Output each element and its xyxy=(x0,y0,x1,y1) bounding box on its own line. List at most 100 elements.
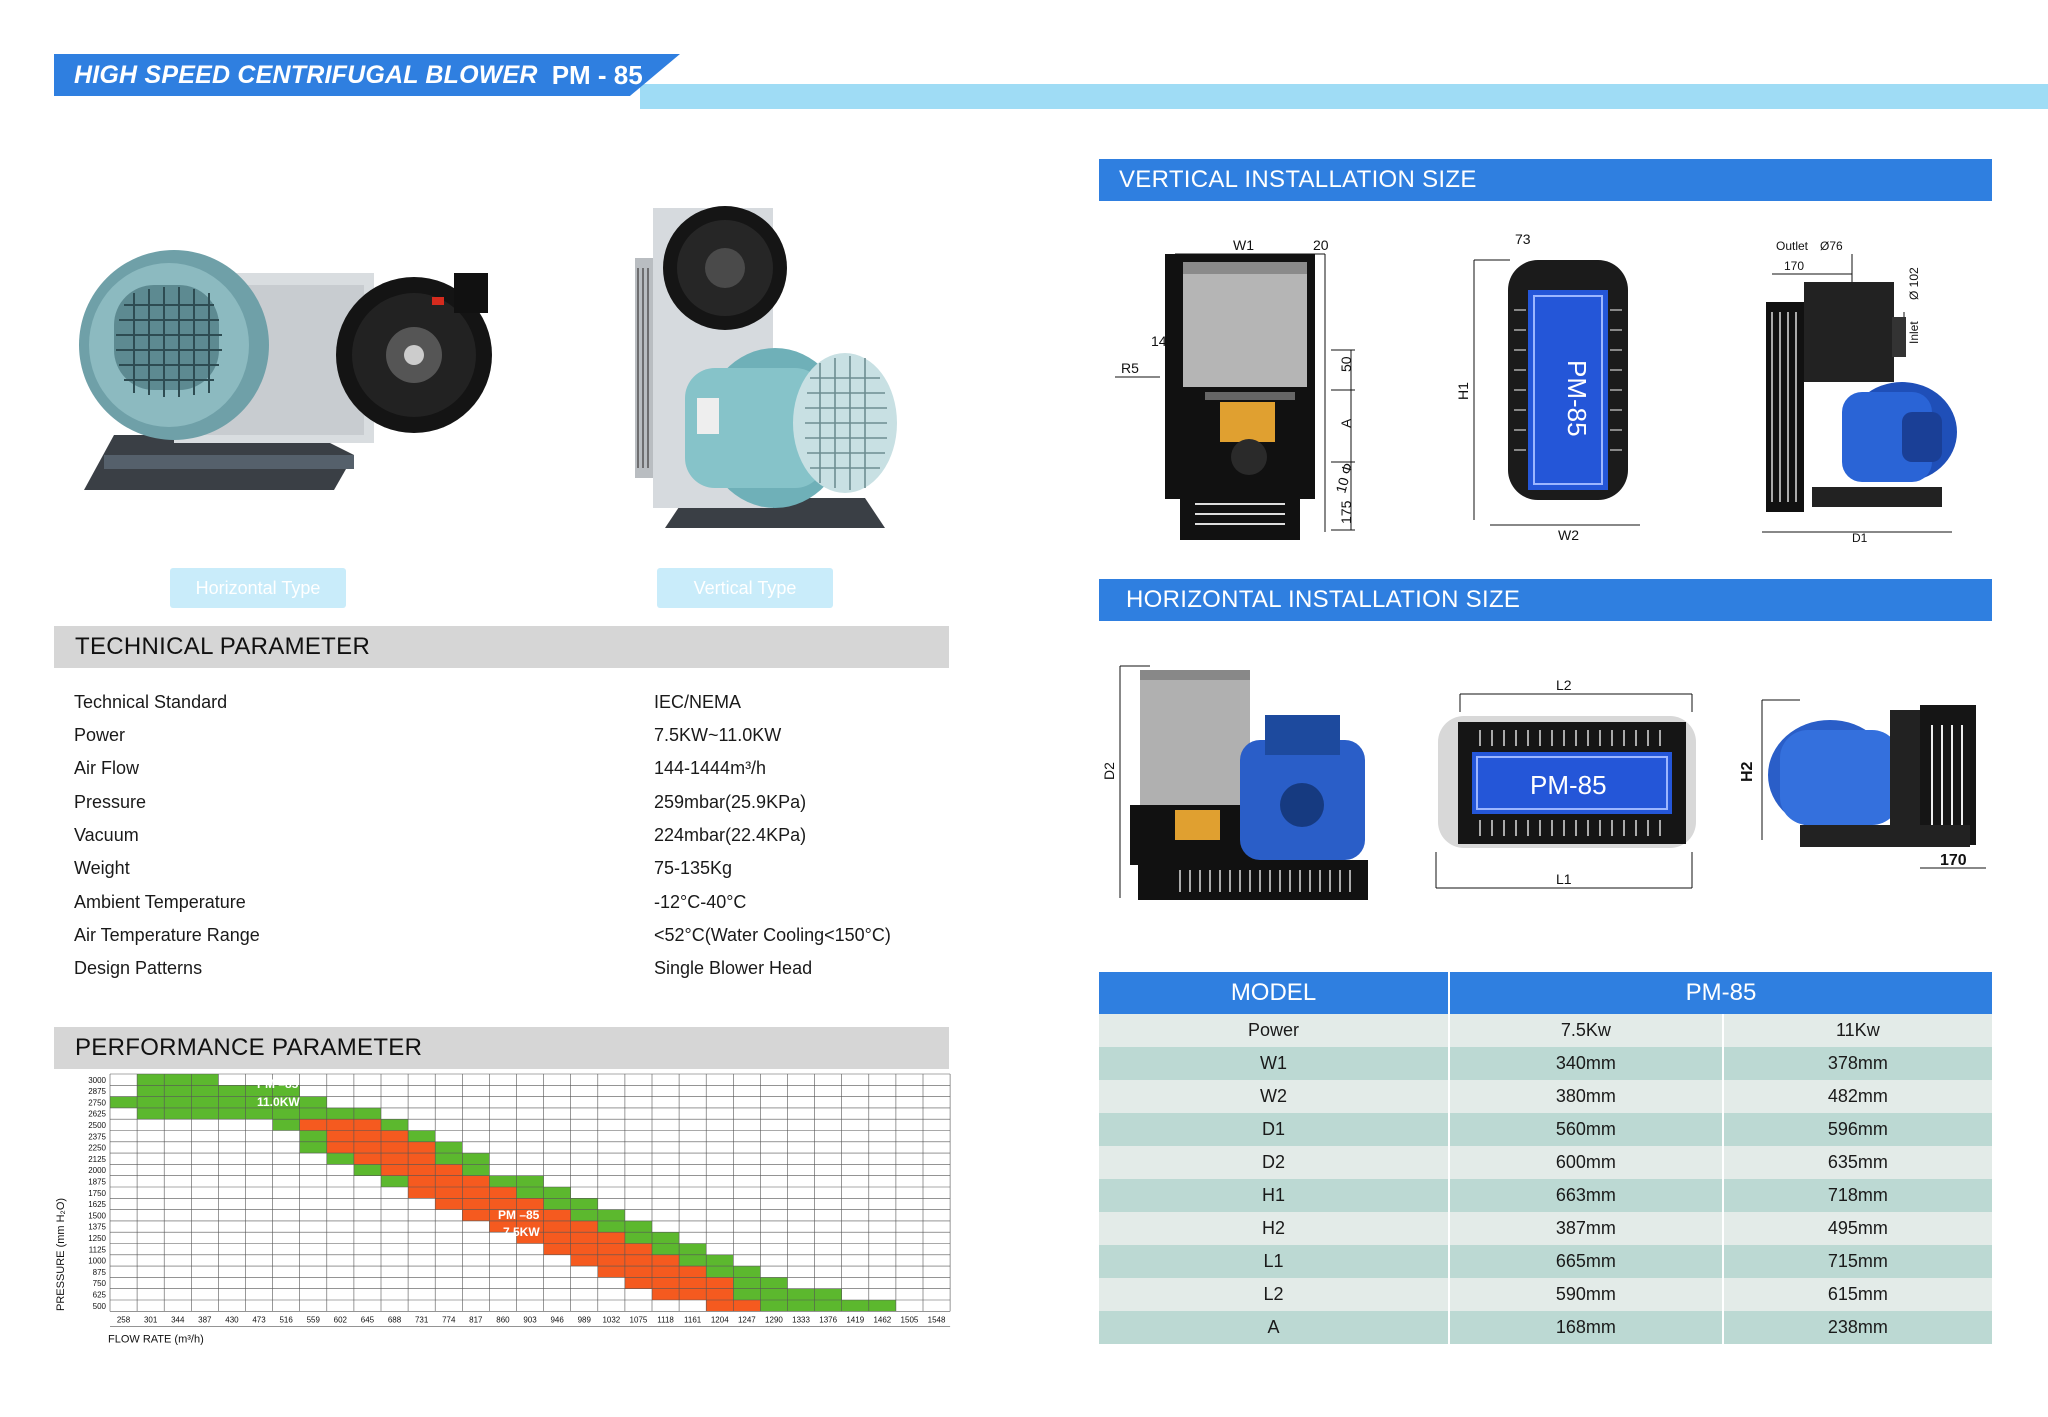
page-title-model: PM - 85 xyxy=(551,59,643,90)
parameter-value: Single Blower Head xyxy=(654,958,813,978)
table-cell-value: 600mm xyxy=(1448,1146,1723,1179)
table-cell-label: A xyxy=(1099,1311,1449,1344)
parameter-name: Ambient Temperature xyxy=(74,892,246,912)
table-cell-value: 715mm xyxy=(1721,1245,1992,1278)
dim-w2: W2 xyxy=(1558,527,1579,543)
x-tick-label: 645 xyxy=(361,1315,375,1324)
y-tick-label: 1250 xyxy=(88,1234,106,1243)
y-tick-label: 2125 xyxy=(88,1155,106,1164)
y-axis-title: PRESSURE (mm H₂O) xyxy=(55,1198,67,1311)
parameter-name: Weight xyxy=(74,858,130,878)
x-tick-label: 1032 xyxy=(602,1315,620,1324)
series-1-band xyxy=(381,1164,463,1176)
horizontal-front-drawing: D2 63 xyxy=(1101,665,1368,900)
horizontal-side-drawing: H2 170 xyxy=(1740,699,1986,869)
x-tick-label: 1290 xyxy=(765,1315,783,1324)
y-tick-label: 3000 xyxy=(88,1076,106,1085)
horizontal-top-drawing: L2 L1 PM-85 xyxy=(1435,677,1696,889)
series-label: 11.0KW xyxy=(257,1095,300,1109)
x-tick-label: 860 xyxy=(496,1315,510,1324)
x-tick-label: 989 xyxy=(578,1315,592,1324)
horizontal-installation-heading: HORIZONTAL INSTALLATION SIZE xyxy=(1099,579,1992,621)
y-tick-label: 500 xyxy=(93,1302,107,1311)
table-cell-label: H2 xyxy=(1099,1212,1449,1245)
series-0-band xyxy=(652,1288,842,1300)
dim-170-horizontal: 170 xyxy=(1940,852,1967,869)
x-tick-label: 946 xyxy=(550,1315,564,1324)
table-cell-value: 387mm xyxy=(1448,1212,1723,1245)
x-tick-label: 774 xyxy=(442,1315,456,1324)
x-tick-label: 301 xyxy=(144,1315,158,1324)
table-header-model: MODEL xyxy=(1099,972,1449,1014)
x-tick-label: 688 xyxy=(388,1315,402,1324)
y-tick-label: 1875 xyxy=(88,1178,106,1187)
table-cell-value: 718mm xyxy=(1721,1179,1992,1212)
parameter-name: Design Patterns xyxy=(74,958,203,978)
series-1-band xyxy=(408,1175,490,1187)
x-tick-label: 1376 xyxy=(819,1315,837,1324)
table-cell-label: L2 xyxy=(1099,1278,1449,1311)
table-cell-value: 340mm xyxy=(1448,1047,1723,1080)
table-cell-value: 665mm xyxy=(1448,1245,1723,1278)
table-cell-value: 596mm xyxy=(1721,1113,1992,1146)
y-tick-label: 2375 xyxy=(88,1132,106,1141)
dim-50: 50 xyxy=(1338,356,1354,372)
dim-d2: D2 xyxy=(1101,762,1117,780)
parameter-value: 259mbar(25.9KPa) xyxy=(654,792,807,812)
vertical-brand-label: PM-85 xyxy=(1562,360,1592,437)
parameter-value: IEC/NEMA xyxy=(654,692,742,712)
page-title-main: HIGH SPEED CENTRIFUGAL BLOWER xyxy=(74,60,538,89)
dim-h2: H2 xyxy=(1740,761,1756,782)
x-tick-label: 1505 xyxy=(901,1315,919,1324)
y-tick-label: 1000 xyxy=(88,1257,106,1266)
parameter-value: -12°C-40°C xyxy=(654,892,747,912)
dim-a: A xyxy=(1338,418,1354,428)
x-axis-title: FLOW RATE (m³/h) xyxy=(108,1333,204,1345)
table-cell-label: D1 xyxy=(1099,1113,1449,1146)
dim-r5: R5 xyxy=(1121,360,1139,376)
table-header-pm85: PM-85 xyxy=(1448,972,1992,1014)
x-tick-label: 1419 xyxy=(846,1315,864,1324)
parameter-value: 7.5KW~11.0KW xyxy=(654,725,782,745)
vertical-type-label: Vertical Type xyxy=(657,568,833,608)
x-tick-label: 1247 xyxy=(738,1315,756,1324)
y-tick-label: 2875 xyxy=(88,1087,106,1096)
dim-170-vertical: 170 xyxy=(1784,259,1804,273)
y-tick-label: 2750 xyxy=(88,1098,106,1107)
series-1-band xyxy=(299,1119,381,1131)
y-tick-label: 750 xyxy=(93,1279,107,1288)
technical-parameter-heading: TECHNICAL PARAMETER xyxy=(54,626,949,668)
y-tick-label: 1625 xyxy=(88,1200,106,1209)
table-cell-value: 238mm xyxy=(1721,1311,1992,1344)
y-tick-label: 1375 xyxy=(88,1223,106,1232)
horizontal-brand-label: PM-85 xyxy=(1530,770,1607,800)
parameter-name: Pressure xyxy=(74,792,147,812)
y-tick-label: 2000 xyxy=(88,1166,106,1175)
series-0-band xyxy=(137,1074,219,1086)
performance-chart: 3000287527502625250023752250212520001875… xyxy=(55,1073,951,1345)
vertical-profile-drawing: Outlet Ø76 170 Inlet Ø 102 D1 xyxy=(1762,239,1957,545)
header-accent-strip xyxy=(640,84,2048,109)
y-tick-label: 875 xyxy=(93,1268,107,1277)
x-tick-label: 1161 xyxy=(684,1315,702,1324)
x-tick-label: 817 xyxy=(469,1315,483,1324)
series-0-band xyxy=(137,1107,381,1120)
technical-parameter-row: Design Patterns Single Blower Head xyxy=(74,952,934,985)
table-cell-value: 378mm xyxy=(1721,1047,1992,1080)
technical-parameter-row: Pressure 259mbar(25.9KPa) xyxy=(74,786,934,819)
series-1-band xyxy=(326,1130,409,1142)
dim-l1: L1 xyxy=(1556,871,1572,887)
table-cell-label: W1 xyxy=(1099,1047,1449,1080)
x-tick-label: 258 xyxy=(117,1315,131,1324)
series-label: PM –85 xyxy=(257,1077,299,1091)
table-cell-value: 380mm xyxy=(1448,1080,1723,1113)
table-cell-value: 615mm xyxy=(1721,1278,1992,1311)
